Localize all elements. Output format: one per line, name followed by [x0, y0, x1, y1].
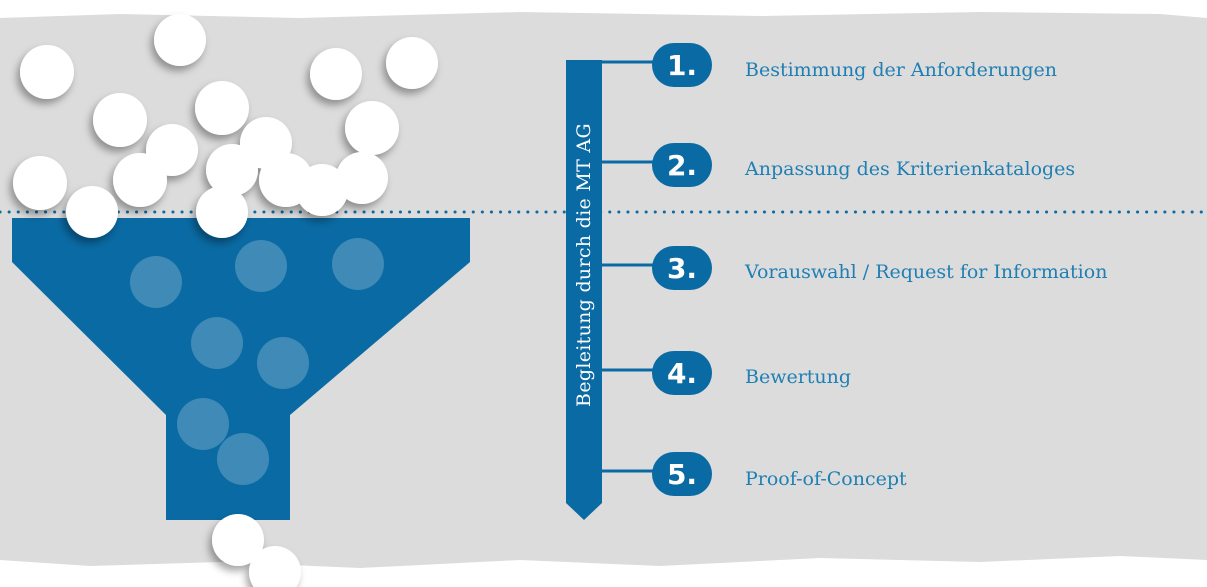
- ball-icon: [249, 546, 301, 587]
- ball-icon: [257, 337, 309, 389]
- ball-icon: [196, 186, 248, 238]
- ball-icon: [235, 240, 287, 292]
- ball-icon: [336, 152, 388, 204]
- ball-icon: [20, 45, 74, 99]
- ball-icon: [386, 37, 438, 89]
- ball-icon: [113, 153, 167, 207]
- ball-icon: [217, 433, 269, 485]
- step-number-5: 5.: [666, 457, 698, 491]
- ball-icon: [66, 186, 118, 238]
- ball-icon: [310, 48, 362, 100]
- step-label-1: Bestimmung der Anforderungen: [745, 59, 1058, 81]
- step-badge-1: [652, 43, 712, 87]
- step-number-3: 3.: [666, 251, 698, 285]
- ball-icon: [177, 398, 229, 450]
- step-connectors: [602, 60, 660, 473]
- funnel-balls: [130, 238, 384, 485]
- timeline-label-text: Begleitung durch die MT AG: [573, 123, 595, 407]
- step-badge-4: [652, 351, 712, 395]
- ball-icon: [154, 14, 206, 66]
- ball-icon: [345, 101, 399, 155]
- ball-icon: [195, 81, 249, 135]
- incoming-balls: [13, 14, 438, 587]
- ball-icon: [296, 164, 348, 216]
- ball-icon: [93, 93, 147, 147]
- timeline-bar: [566, 60, 602, 520]
- step-number-1: 1.: [666, 48, 698, 82]
- ball-icon: [212, 514, 264, 566]
- step-badge-5: [652, 452, 712, 496]
- step-number-2: 2.: [666, 148, 698, 182]
- step-badge-3: [652, 246, 712, 290]
- step-badges: [652, 43, 712, 496]
- step-label-5: Proof-of-Concept: [745, 468, 907, 490]
- ball-icon: [130, 256, 182, 308]
- ball-icon: [13, 156, 67, 210]
- step-label-4: Bewertung: [745, 366, 852, 388]
- step-badge-2: [652, 143, 712, 187]
- timeline-label: Begleitung durch die MT AG: [566, 60, 602, 470]
- ball-icon: [332, 238, 384, 290]
- step-label-3: Vorauswahl / Request for Information: [745, 261, 1108, 283]
- funnel-icon: [12, 218, 470, 520]
- step-label-2: Anpassung des Kriterienkataloges: [745, 158, 1076, 180]
- step-number-4: 4.: [666, 356, 698, 390]
- ball-icon: [191, 317, 243, 369]
- background-band: [0, 12, 1207, 568]
- ball-icon: [206, 144, 258, 196]
